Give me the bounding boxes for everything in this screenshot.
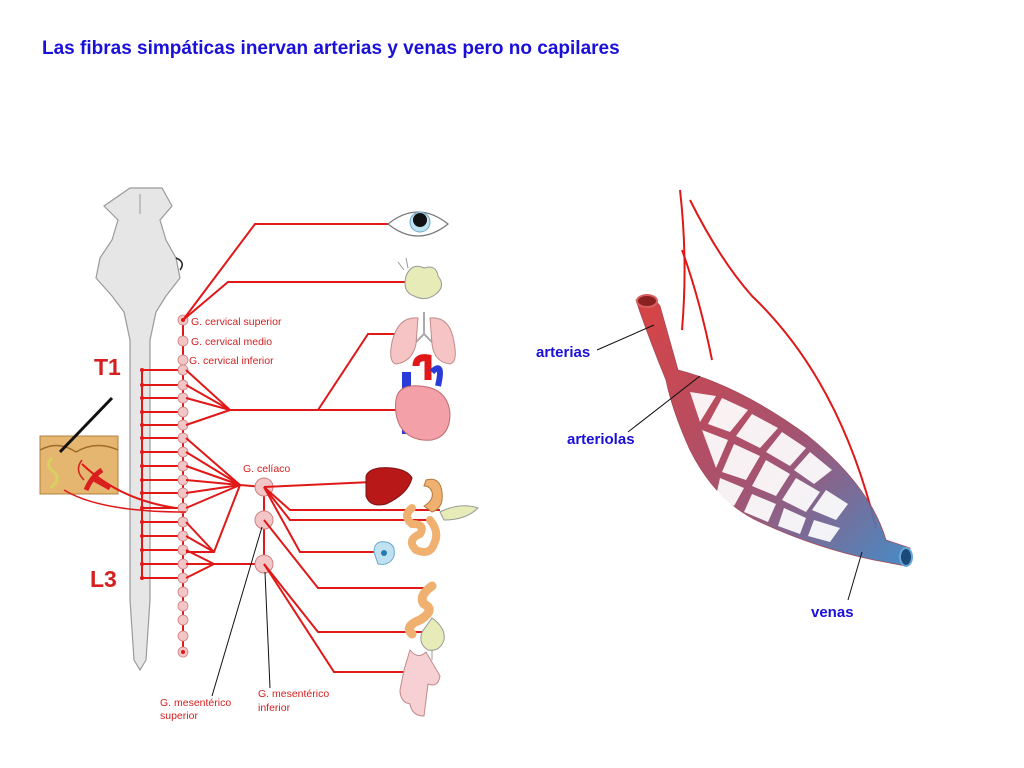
- heart-icon: [395, 354, 451, 441]
- intestine-icon: [403, 504, 441, 556]
- label-segment-l3: L3: [90, 566, 117, 592]
- label-g-cervical-inferior: G. cervical inferior: [189, 355, 274, 367]
- lungs-icon: [390, 312, 456, 365]
- sympathetic-chain: [140, 314, 189, 658]
- label-g-cervical-medio: G. cervical medio: [191, 336, 272, 348]
- label-arteriolas: arteriolas: [567, 431, 635, 448]
- cervical-routes: [182, 223, 412, 426]
- adrenal-kidney-icon: [373, 541, 395, 565]
- salivary-gland-icon: [397, 257, 442, 300]
- vessel-labels: arterias arteriolas venas: [536, 324, 863, 621]
- label-g-mesenterico-superior-1: G. mesentérico: [160, 697, 231, 709]
- bladder-icon: [420, 617, 445, 660]
- splanchnic-routes: [185, 437, 265, 579]
- label-g-mesenterico-superior-2: superior: [160, 710, 198, 722]
- label-g-celiaco: G. celíaco: [243, 463, 290, 475]
- label-g-mesenterico-inferior-1: G. mesentérico: [258, 688, 329, 700]
- skin-inset: [39, 396, 187, 513]
- label-g-cervical-superior: G. cervical superior: [191, 316, 282, 328]
- label-arterias: arterias: [536, 344, 590, 361]
- colon-icon: [404, 581, 437, 639]
- genitalia-icon: [399, 648, 441, 717]
- label-segment-t1: T1: [94, 354, 121, 380]
- label-venas: venas: [811, 604, 854, 621]
- abdominal-routes: [263, 481, 440, 673]
- capillary-bed: [635, 189, 913, 567]
- eye-icon: [387, 211, 449, 237]
- ganglion-leaders: [211, 526, 271, 697]
- liver-icon: [365, 467, 413, 506]
- spinal-cord: [95, 187, 183, 672]
- ganglion-labels: G. cervical superior G. cervical medio G…: [160, 316, 329, 722]
- stomach-icon: [423, 478, 479, 521]
- slide-title: Las fibras simpáticas inervan arterias y…: [42, 38, 620, 59]
- label-g-mesenterico-inferior-2: inferior: [258, 702, 291, 714]
